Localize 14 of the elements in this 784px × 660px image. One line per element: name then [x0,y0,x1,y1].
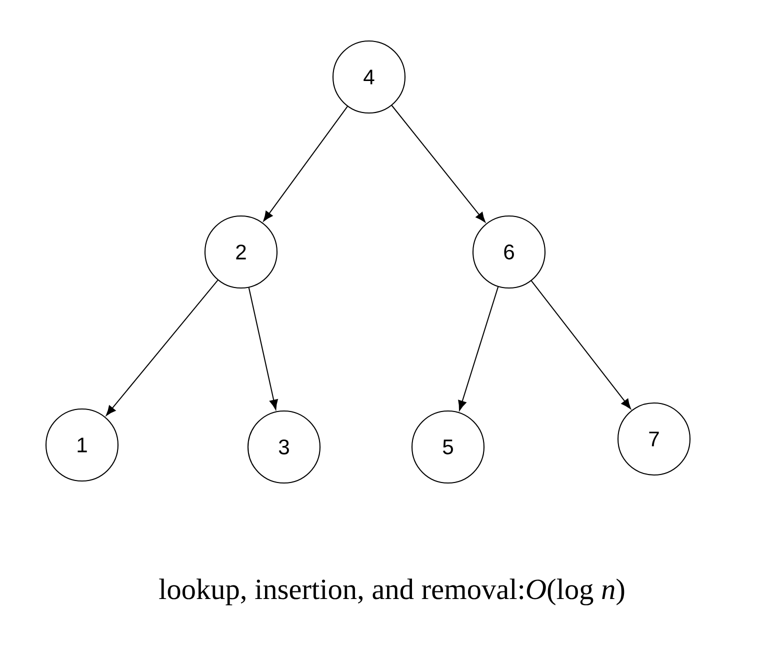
arrow [106,280,218,416]
tree-node: 3 [247,410,321,484]
arrow [248,288,278,410]
arrow [530,280,631,410]
tree-node: 4 [332,40,406,114]
tree-node: 6 [472,215,546,289]
tree-node: 2 [204,215,278,289]
tree-node: 5 [411,410,485,484]
caption: lookup, insertion, and removal:O(log n) [159,578,624,606]
tree-node: 7 [617,402,691,476]
arrow [391,105,486,222]
arrow [263,106,348,222]
tree-node: 1 [45,408,119,482]
arrow [458,286,499,411]
